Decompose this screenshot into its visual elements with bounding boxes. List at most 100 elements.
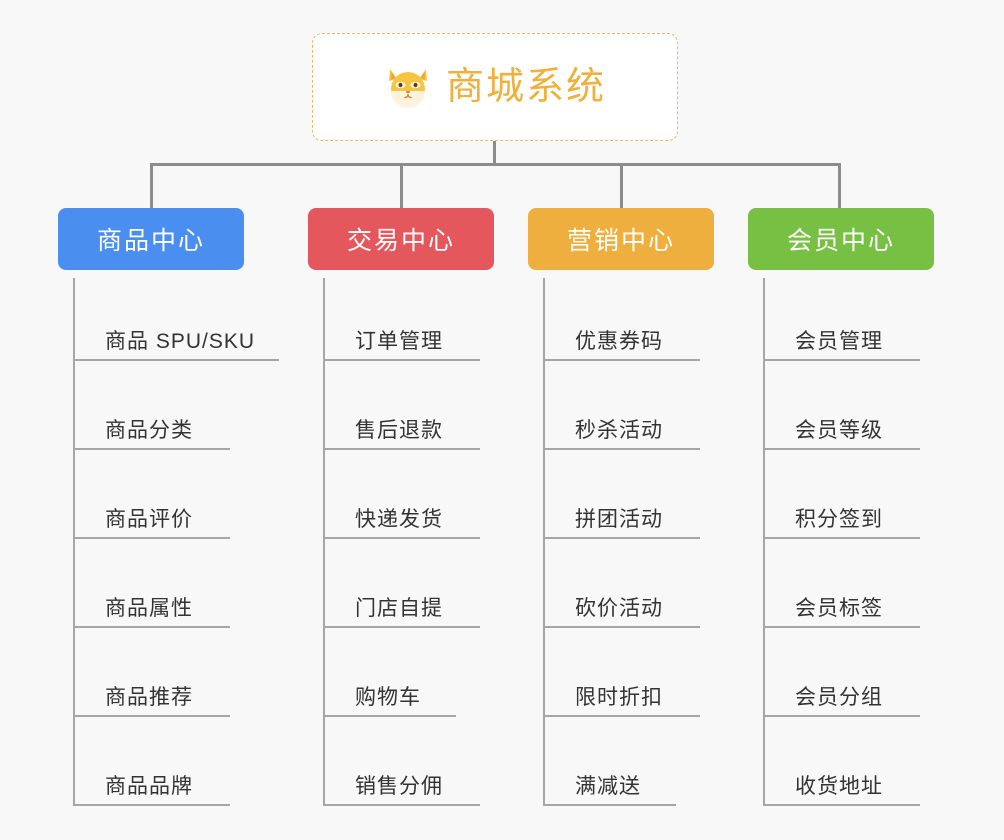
leaf-rule	[73, 715, 230, 717]
leaf-item[interactable]: 商品 SPU/SKU	[58, 278, 279, 367]
leaf-label: 优惠券码	[575, 330, 663, 353]
category-header-3[interactable]: 会员中心	[748, 208, 934, 270]
leaf-list-2: 优惠券码 秒杀活动 拼团活动 砍价活动 限时折扣 满减送	[528, 270, 714, 812]
leaf-label: 商品评价	[105, 508, 193, 531]
leaf-rule	[323, 804, 480, 806]
connector-drop-1	[400, 163, 403, 209]
leaf-label: 积分签到	[795, 508, 883, 531]
leaf-rule	[73, 804, 230, 806]
leaf-label: 砍价活动	[575, 597, 663, 620]
leaf-rule	[73, 359, 279, 361]
leaf-rule	[763, 448, 920, 450]
leaf-label: 商品属性	[105, 597, 193, 620]
leaf-rule	[763, 626, 920, 628]
connector-root-stem	[493, 141, 496, 165]
leaf-label: 快递发货	[355, 508, 443, 531]
leaf-item[interactable]: 满减送	[528, 723, 714, 812]
leaf-rule	[323, 359, 480, 361]
category-column-3: 会员中心 会员管理 会员等级 积分签到 会员标签 会员分组	[748, 208, 934, 812]
leaf-trunk-3	[763, 278, 765, 806]
leaf-rule	[543, 448, 700, 450]
leaf-item[interactable]: 商品品牌	[58, 723, 244, 812]
leaf-rule	[543, 359, 700, 361]
leaf-rule	[763, 359, 920, 361]
leaf-item[interactable]: 快递发货	[308, 456, 494, 545]
leaf-label: 会员等级	[795, 419, 883, 442]
leaf-item[interactable]: 限时折扣	[528, 634, 714, 723]
leaf-item[interactable]: 收货地址	[748, 723, 934, 812]
leaf-label: 商品分类	[105, 419, 193, 442]
leaf-item[interactable]: 商品属性	[58, 545, 244, 634]
root-node[interactable]: 商城系统	[312, 33, 678, 141]
leaf-label: 商品品牌	[105, 775, 193, 798]
leaf-item[interactable]: 购物车	[308, 634, 494, 723]
category-title-3: 会员中心	[786, 227, 895, 255]
leaf-item[interactable]: 会员标签	[748, 545, 934, 634]
leaf-item[interactable]: 会员分组	[748, 634, 934, 723]
leaf-rule	[543, 804, 676, 806]
category-header-1[interactable]: 交易中心	[308, 208, 494, 270]
category-column-1: 交易中心 订单管理 售后退款 快递发货 门店自提 购物车	[308, 208, 494, 812]
leaf-label: 销售分佣	[355, 775, 443, 798]
leaf-trunk-0	[73, 278, 75, 806]
leaf-rule	[763, 715, 920, 717]
leaf-label: 售后退款	[355, 419, 443, 442]
leaf-item[interactable]: 砍价活动	[528, 545, 714, 634]
leaf-rule	[323, 537, 480, 539]
leaf-item[interactable]: 会员等级	[748, 367, 934, 456]
leaf-rule	[543, 537, 700, 539]
leaf-rule	[763, 804, 920, 806]
leaf-label: 会员标签	[795, 597, 883, 620]
leaf-list-1: 订单管理 售后退款 快递发货 门店自提 购物车 销售分佣	[308, 270, 494, 812]
leaf-label: 门店自提	[355, 597, 443, 620]
leaf-list-3: 会员管理 会员等级 积分签到 会员标签 会员分组 收货地址	[748, 270, 934, 812]
category-title-2: 营销中心	[566, 227, 675, 255]
leaf-item[interactable]: 售后退款	[308, 367, 494, 456]
leaf-label: 限时折扣	[575, 686, 663, 709]
category-column-2: 营销中心 优惠券码 秒杀活动 拼团活动 砍价活动 限时折扣	[528, 208, 714, 812]
category-column-0: 商品中心 商品 SPU/SKU 商品分类 商品评价 商品属性 商品推荐	[58, 208, 279, 812]
leaf-item[interactable]: 门店自提	[308, 545, 494, 634]
leaf-list-0: 商品 SPU/SKU 商品分类 商品评价 商品属性 商品推荐 商品品牌	[58, 270, 279, 812]
leaf-trunk-1	[323, 278, 325, 806]
root-title: 商城系统	[445, 66, 606, 108]
leaf-item[interactable]: 拼团活动	[528, 456, 714, 545]
leaf-rule	[73, 537, 230, 539]
connector-bus	[150, 163, 841, 166]
leaf-item[interactable]: 商品评价	[58, 456, 244, 545]
leaf-label: 满减送	[575, 775, 641, 798]
leaf-label: 收货地址	[795, 775, 883, 798]
category-header-0[interactable]: 商品中心	[58, 208, 244, 270]
connector-drop-3	[838, 163, 841, 209]
leaf-item[interactable]: 订单管理	[308, 278, 494, 367]
shiba-dog-face-icon	[384, 63, 432, 111]
leaf-rule	[73, 448, 230, 450]
leaf-rule	[323, 448, 480, 450]
leaf-item[interactable]: 优惠券码	[528, 278, 714, 367]
leaf-rule	[543, 715, 700, 717]
leaf-item[interactable]: 积分签到	[748, 456, 934, 545]
connector-drop-2	[620, 163, 623, 209]
leaf-item[interactable]: 商品分类	[58, 367, 244, 456]
leaf-item[interactable]: 会员管理	[748, 278, 934, 367]
leaf-item[interactable]: 商品推荐	[58, 634, 244, 723]
category-title-0: 商品中心	[96, 227, 205, 255]
category-title-1: 交易中心	[346, 227, 455, 255]
category-header-2[interactable]: 营销中心	[528, 208, 714, 270]
leaf-label: 订单管理	[355, 330, 443, 353]
leaf-label: 购物车	[355, 686, 421, 709]
leaf-label: 商品 SPU/SKU	[105, 330, 256, 353]
leaf-rule	[323, 626, 480, 628]
leaf-rule	[543, 626, 700, 628]
leaf-item[interactable]: 秒杀活动	[528, 367, 714, 456]
leaf-label: 会员管理	[795, 330, 883, 353]
leaf-label: 秒杀活动	[575, 419, 663, 442]
leaf-label: 会员分组	[795, 686, 883, 709]
leaf-rule	[323, 715, 456, 717]
leaf-label: 商品推荐	[105, 686, 193, 709]
leaf-rule	[763, 537, 920, 539]
leaf-trunk-2	[543, 278, 545, 806]
leaf-item[interactable]: 销售分佣	[308, 723, 494, 812]
leaf-rule	[73, 626, 230, 628]
